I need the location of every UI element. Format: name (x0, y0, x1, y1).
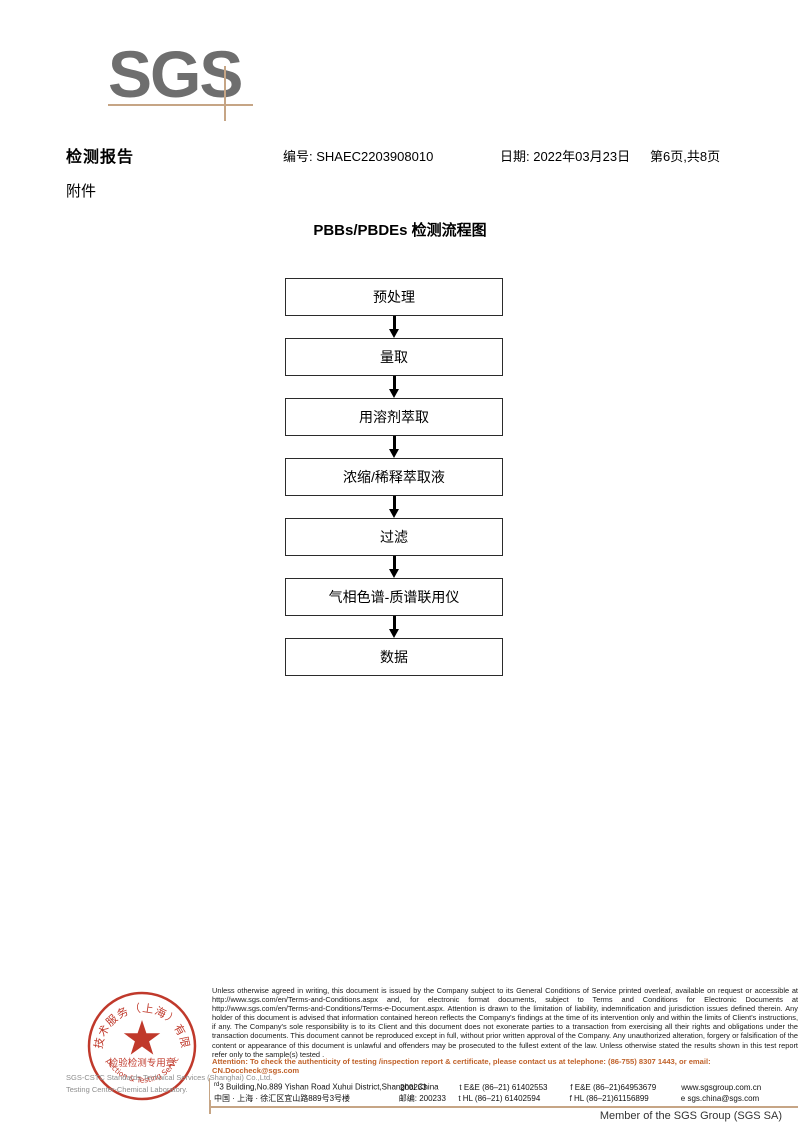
flow-arrow (285, 496, 503, 518)
logo-horizontal-rule (108, 104, 253, 106)
flowchart: 预处理 量取 用溶剂萃取 浓缩/稀释萃取液 过滤 气相色谱-质谱联用仪 数据 (285, 278, 503, 676)
flowchart-title: PBBs/PBDEs 检测流程图 (313, 222, 487, 239)
document-header: 检测报告 编号: SHAEC2203908010 日期: 2022年03月23日… (0, 143, 800, 169)
flow-arrow (285, 616, 503, 638)
address-block: rd3 Building,No.889 Yishan Road Xuhui Di… (214, 1078, 800, 1106)
flow-node-measure: 量取 (285, 338, 503, 376)
attention-notice: Attention: To check the authenticity of … (212, 1057, 711, 1076)
sgs-group-member-note: Member of the SGS Group (SGS SA) (599, 1110, 782, 1122)
address-chinese: 中国 · 上海 · 徐汇区宜山路889号3号楼 (214, 1094, 351, 1103)
sgs-logo: SGS (108, 38, 328, 128)
report-number: 编号: SHAEC2203908010 (283, 149, 434, 164)
sgs-logo-text: SGS (108, 37, 243, 111)
flow-arrow (285, 556, 503, 578)
phone-hl-fax: f HL (86–21)61156899 (569, 1094, 649, 1103)
address-ordinal-suffix: rd (214, 1082, 220, 1088)
flow-arrow (285, 376, 503, 398)
footer-rule (210, 1106, 798, 1108)
flow-node-data: 数据 (285, 638, 503, 676)
flow-node-solvent-extraction: 用溶剂萃取 (285, 398, 503, 436)
website-url[interactable]: www.sgsgroup.com.cn (681, 1082, 762, 1092)
postcode-en: 200233 (400, 1082, 427, 1092)
svg-text:检验检测专用章: 检验检测专用章 (109, 1057, 176, 1069)
flow-node-pretreatment: 预处理 (285, 278, 503, 316)
flow-node-concentrate-dilute: 浓缩/稀释萃取液 (285, 458, 503, 496)
postcode-cn: 200233 (419, 1094, 446, 1103)
inspection-seal: 标准技术服务（上海）有限公司 检验检测专用章 Inspection & Test… (80, 979, 198, 1102)
flow-arrow (285, 316, 503, 338)
phone-ee-fax: f E&E (86–21)64953679 (570, 1082, 657, 1092)
flow-arrow (285, 436, 503, 458)
attachment-label: 附件 (66, 183, 97, 200)
address-english: 3 Building,No.889 Yishan Road Xuhui Dist… (219, 1082, 439, 1092)
legal-terms-text: Unless otherwise agreed in writing, this… (212, 986, 798, 1059)
laboratory-watermark-line2: Testing Center-Chemical Laboratory. (66, 1085, 188, 1094)
address-row-cn: 中国 · 上海 · 徐汇区宜山路889号3号楼 邮编: 200233 t HL … (214, 1092, 800, 1106)
phone-hl-tel: t HL (86–21) 61402594 (458, 1094, 541, 1103)
postcode-label: 邮编: (398, 1094, 417, 1103)
seal-stamp-icon: 标准技术服务（上海）有限公司 检验检测专用章 Inspection & Test… (80, 979, 197, 1101)
logo-vertical-rule (224, 66, 226, 121)
address-row-en: rd3 Building,No.889 Yishan Road Xuhui Di… (214, 1078, 800, 1092)
email-address[interactable]: sgs.china@sgs.com (687, 1094, 760, 1103)
email-prefix: e (680, 1094, 686, 1103)
report-date: 日期: 2022年03月23日 (500, 149, 631, 164)
phone-ee-tel: t E&E (86–21) 61402553 (459, 1082, 548, 1092)
flow-node-filtration: 过滤 (285, 518, 503, 556)
laboratory-watermark-line1: SGS-CSTC Standards Technical Services (S… (66, 1073, 273, 1082)
page-title: 检测报告 (66, 149, 135, 166)
flow-node-gcms: 气相色谱-质谱联用仪 (285, 578, 503, 616)
page-indicator: 第6页,共8页 (650, 149, 721, 164)
address-separator (209, 1078, 210, 1106)
